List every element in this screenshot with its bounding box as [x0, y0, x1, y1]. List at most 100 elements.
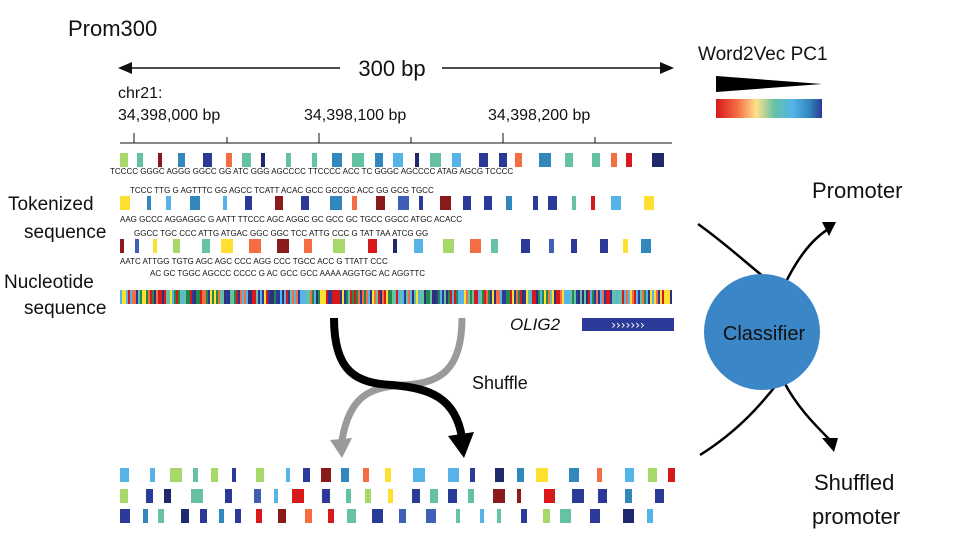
nucleotide-stripe-198 [516, 290, 518, 304]
nucleotide-stripe-59 [238, 290, 240, 304]
shuffled-row1-bar-19 [569, 468, 579, 482]
shuffled-row3-bar-4 [200, 509, 207, 523]
shuffled-row2-bar-5 [254, 489, 261, 503]
token-row1-bar-18 [499, 153, 507, 167]
shuffled-row2-bar-21 [625, 489, 632, 503]
promoter-label: Promoter [812, 178, 902, 203]
shuffled-row2-bar-10 [365, 489, 371, 503]
span-label: 300 bp [358, 56, 425, 81]
nucleotide-stripe-144 [408, 290, 410, 304]
token-row1-bar-7 [261, 153, 265, 167]
shuffled-row1-bar-18 [536, 468, 548, 482]
nucleotide-stripe-164 [448, 290, 450, 304]
shuffled-row1-bar-20 [597, 468, 602, 482]
token-row2-bar-15 [484, 196, 492, 210]
nucleotide-stripe-186 [492, 290, 494, 304]
token-row2-bar-18 [548, 196, 557, 210]
nucleotide-stripe-275 [670, 290, 672, 304]
nucleotide-stripe-231 [582, 290, 584, 304]
nucleotide-stripe-61 [242, 290, 244, 304]
token-row3-bar-12 [414, 239, 423, 253]
nucleotide-stripe-25 [170, 290, 172, 304]
nucleotide-stripe-0 [120, 290, 122, 304]
nucleotide-stripe-250 [620, 290, 622, 304]
nucleotide-stripe-167 [454, 290, 456, 304]
nucleotide-stripe-126 [372, 290, 374, 304]
nucleotide-stripe-149 [418, 290, 420, 304]
nucleotide-stripe-124 [368, 290, 370, 304]
nucleotide-stripe-78 [276, 290, 278, 304]
nucleotide-stripe-37 [194, 290, 196, 304]
token-row3-bar-16 [521, 239, 530, 253]
shuffled-row2-bar-12 [412, 489, 420, 503]
chrom-label: chr21: [118, 85, 162, 102]
nucleotide-stripe-235 [590, 290, 592, 304]
nucleotide-stripe-209 [538, 290, 540, 304]
shuffled-row3-bar-15 [456, 509, 460, 523]
nucleotide-stripe-157 [434, 290, 436, 304]
nucleotide-stripe-213 [546, 290, 548, 304]
shuffle-arrow-black [330, 317, 466, 439]
nucleotide-stripe-99 [318, 290, 320, 304]
token-row2-bar-22 [644, 196, 654, 210]
nucleotide-stripe-273 [666, 290, 668, 304]
nucleotide-stripe-239 [598, 290, 600, 304]
nucleotide-stripe-5 [130, 290, 132, 304]
nucleotide-stripe-72 [264, 290, 266, 304]
nucleotide-stripe-146 [412, 290, 414, 304]
nucleotide-stripe-197 [514, 290, 516, 304]
nucleotide-stripe-27 [174, 290, 176, 304]
nucleotide-stripe-202 [524, 290, 526, 304]
legend-colorbar [716, 99, 822, 118]
nucleotide-stripe-3 [126, 290, 128, 304]
nucleotide-stripe-50 [220, 290, 222, 304]
token-row3-bar-0 [120, 239, 124, 253]
nucleotide-stripe-268 [656, 290, 658, 304]
nucleotide-stripe-176 [472, 290, 474, 304]
token-row2-bar-11 [398, 196, 409, 210]
nucleotide-stripe-79 [278, 290, 280, 304]
nucleotide-stripe-243 [606, 290, 608, 304]
token-row2-bar-1 [147, 196, 151, 210]
nucleotide-stripe-237 [594, 290, 596, 304]
nucleotide-stripe-73 [266, 290, 268, 304]
shuffle-arrowhead-grey [330, 438, 352, 458]
nucleotide-stripe-163 [446, 290, 448, 304]
nucleotide-stripe-215 [550, 290, 552, 304]
nucleotide-stripe-138 [396, 290, 398, 304]
nucleotide-stripe-225 [570, 290, 572, 304]
shuffled-row2-bar-19 [572, 489, 584, 503]
nucleotide-stripe-112 [344, 290, 346, 304]
shuffled-row3-bar-18 [521, 509, 527, 523]
nucleotide-stripe-51 [222, 290, 224, 304]
shuffle-label: Shuffle [472, 373, 528, 393]
nucleotide-stripe-120 [360, 290, 362, 304]
nucleotide-stripe-238 [596, 290, 598, 304]
token-row1-bar-0 [120, 153, 128, 167]
nucleotide-stripe-185 [490, 290, 492, 304]
nucleotide-stripe-127 [374, 290, 376, 304]
nucleotide-stripe-204 [528, 290, 530, 304]
nucleotide-stripe-66 [252, 290, 254, 304]
nucleotide-stripe-47 [214, 290, 216, 304]
token-row1-bar-15 [430, 153, 441, 167]
nucleotide-stripe-91 [302, 290, 304, 304]
nucleotide-stripe-246 [612, 290, 614, 304]
nucleotide-stripe-24 [168, 290, 170, 304]
nucleotide-stripe-148 [416, 290, 418, 304]
nucleotide-stripe-190 [500, 290, 502, 304]
gene-strand-icon: ››››››› [611, 318, 645, 332]
shuffled-row3-bar-10 [328, 509, 334, 523]
token-row2-bar-16 [506, 196, 512, 210]
nucleotide-stripe-166 [452, 290, 454, 304]
nucleotide-stripe-145 [410, 290, 412, 304]
nucleotide-stripe-226 [572, 290, 574, 304]
token-row3-bar-18 [571, 239, 577, 253]
nucleotide-stripe-13 [146, 290, 148, 304]
token-row2-bar-10 [376, 196, 385, 210]
shuffled-row2-bar-3 [191, 489, 203, 503]
nucleotide-stripe-89 [298, 290, 300, 304]
nucleotide-stripe-230 [580, 290, 582, 304]
token-row3-bar-9 [333, 239, 345, 253]
